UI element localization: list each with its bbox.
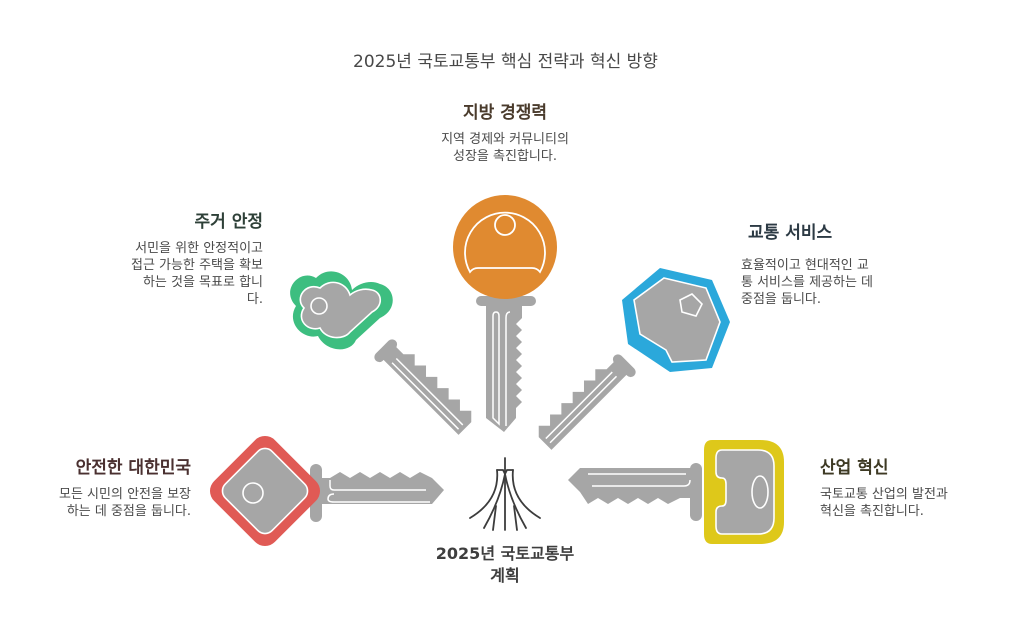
industry-desc-line: 국토교통 산업의 발전과 xyxy=(820,487,948,502)
industry-description: 국토교통 산업의 발전과 혁신을 촉진합니다. xyxy=(820,486,1000,520)
industry-heading: 산업 혁신 xyxy=(820,458,889,478)
housing-desc-line: 서민을 위한 안정적이고 xyxy=(135,241,263,256)
center-label-line: 계획 xyxy=(490,566,520,585)
regional-desc-line: 지역 경제와 커뮤니티의 xyxy=(441,132,569,147)
safety-heading: 안전한 대한민국 xyxy=(75,458,191,478)
housing-description: 서민을 위한 안정적이고 접근 가능한 주택을 확보 하는 것을 목표로 합니 … xyxy=(80,240,263,308)
round-key-icon xyxy=(453,195,557,432)
diamond-key-icon xyxy=(209,435,444,547)
center-plan-label: 2025년 국토교통부 계획 xyxy=(400,543,610,587)
housing-desc-line: 다. xyxy=(246,292,263,307)
transport-heading: 교통 서비스 xyxy=(748,223,833,243)
safety-desc-line: 하는 데 중점을 둡니다. xyxy=(66,504,191,519)
clover-key-icon xyxy=(290,271,472,435)
housing-heading: 주거 안정 xyxy=(194,212,263,232)
diagram-title: 2025년 국토교통부 핵심 전략과 혁신 방향 xyxy=(353,52,658,72)
housing-desc-line: 하는 것을 목표로 합니 xyxy=(142,275,263,290)
transport-desc-line: 통 서비스를 제공하는 데 xyxy=(741,275,873,290)
industry-desc-line: 혁신을 촉진합니다. xyxy=(820,504,924,519)
center-label-line: 2025년 국토교통부 xyxy=(435,544,575,563)
national-assembly-building-icon xyxy=(469,457,541,531)
square-key-icon xyxy=(568,440,784,544)
safety-desc-line: 모든 시민의 안전을 보장 xyxy=(59,487,191,502)
regional-desc-line: 성장을 촉진합니다. xyxy=(453,149,557,164)
hexagon-key-icon xyxy=(538,268,730,450)
regional-description: 지역 경제와 커뮤니티의 성장을 촉진합니다. xyxy=(405,131,605,165)
transport-desc-line: 효율적이고 현대적인 교 xyxy=(741,258,869,273)
safety-description: 모든 시민의 안전을 보장 하는 데 중점을 둡니다. xyxy=(10,486,191,520)
transport-desc-line: 중점을 둡니다. xyxy=(741,292,822,307)
housing-desc-line: 접근 가능한 주택을 확보 xyxy=(131,258,263,273)
transport-description: 효율적이고 현대적인 교 통 서비스를 제공하는 데 중점을 둡니다. xyxy=(741,257,931,308)
regional-heading: 지방 경쟁력 xyxy=(462,103,548,123)
